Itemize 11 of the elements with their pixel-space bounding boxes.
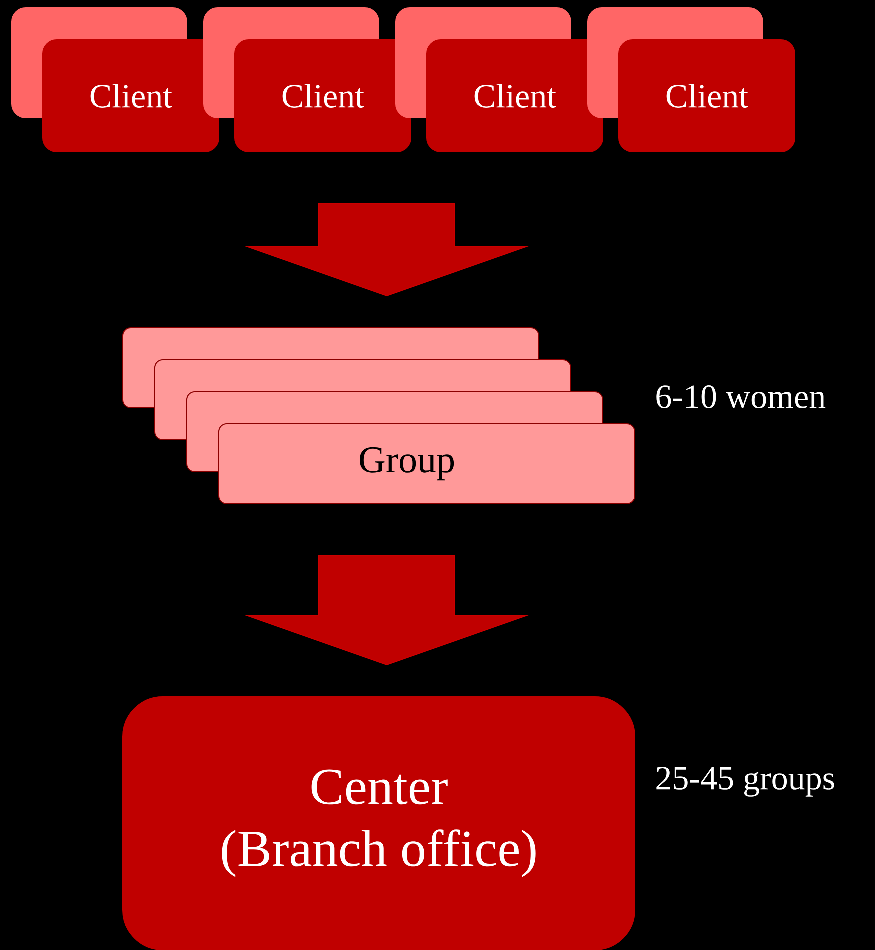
client-card-stack: Client (588, 8, 796, 152)
node-label: Group (360, 447, 454, 481)
block-arrow (245, 204, 529, 297)
side-note: 25-45 groups (656, 767, 834, 797)
client-card-stack: Client (204, 8, 412, 152)
block-arrow (245, 556, 529, 666)
client-card-stack: Client (396, 8, 604, 152)
side-note: 6-10 women (656, 386, 826, 408)
center-box: Center (Branch office) (122, 696, 636, 950)
client-card-stack: Client (12, 8, 220, 152)
group-card-stack: Group (122, 328, 636, 504)
